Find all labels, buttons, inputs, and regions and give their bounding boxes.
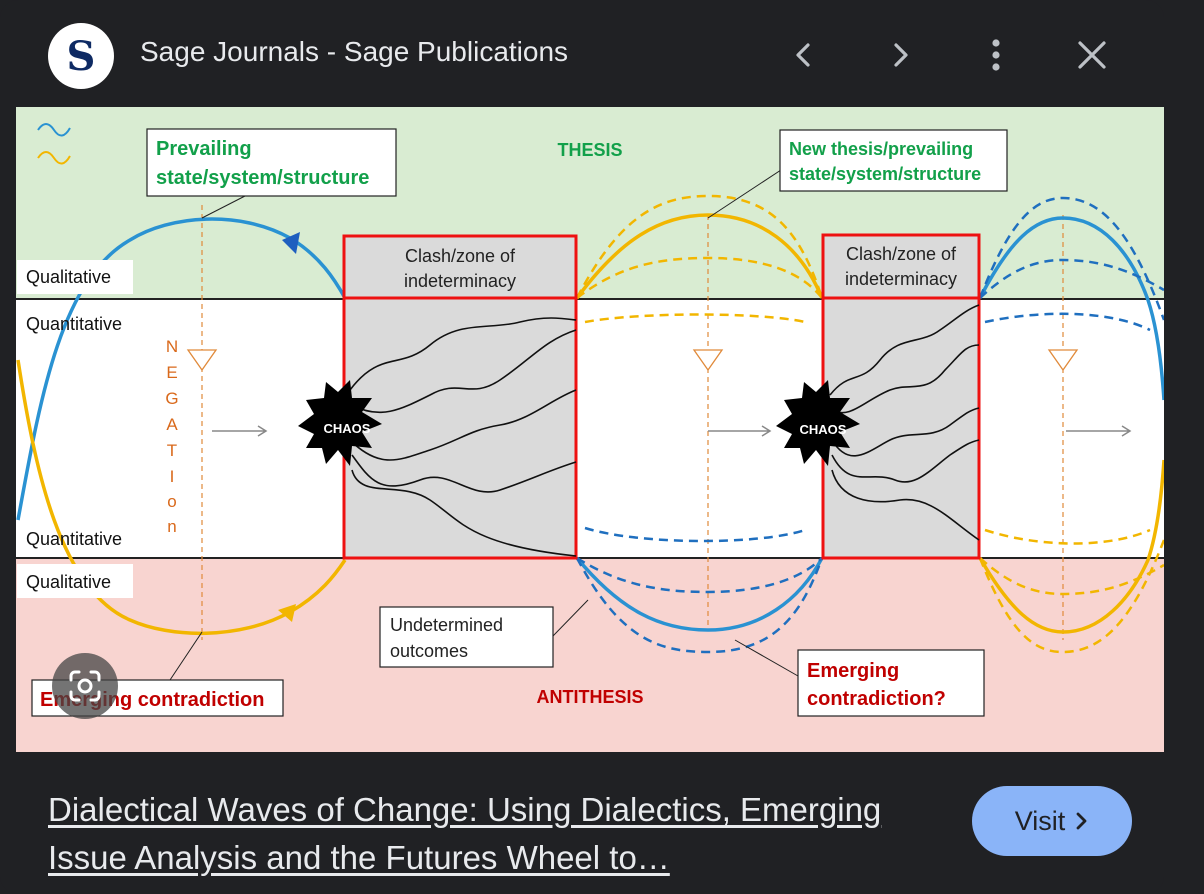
blue-wave-3-dash-top <box>978 196 1164 321</box>
logo-letter: S <box>66 32 96 80</box>
prevailing-line-1: Prevailing <box>156 138 252 160</box>
blue-wave-3-solid <box>978 216 1164 401</box>
yellow-wave-2-dash-lower <box>584 313 806 324</box>
clash-zone-1-body <box>342 296 578 560</box>
blue-wave-2-solid <box>575 556 824 632</box>
close-button[interactable] <box>1065 28 1119 82</box>
yellow-wave-2-solid <box>575 213 824 300</box>
negation-letter: I <box>170 467 175 486</box>
chevron-left-icon <box>796 43 810 67</box>
visit-button[interactable]: Visit <box>972 786 1132 856</box>
blue-wave-3-dash-mid <box>979 258 1164 299</box>
undetermined-box <box>379 606 554 668</box>
emerging-q-callout-line <box>734 639 799 677</box>
close-icon <box>1078 41 1106 69</box>
blue-wave-arrowhead <box>282 232 300 254</box>
yellow-wave-3-dash-upper <box>984 528 1151 545</box>
yellow-wave-1 <box>16 359 347 635</box>
emerging-callout-line <box>169 631 203 681</box>
image-viewer-panel: S Sage Journals - Sage Publications <box>0 0 1164 876</box>
negation-letter: G <box>165 389 178 408</box>
prevailing-box <box>146 128 397 197</box>
negation-arrow-2 <box>692 349 724 372</box>
blue-wave-1 <box>16 217 347 521</box>
blue-wave-3-dash-lower <box>984 312 1151 332</box>
undetermined-callout-line <box>552 599 589 637</box>
prevailing-callout-line <box>201 195 246 219</box>
next-button[interactable] <box>873 28 927 82</box>
negation-arrow-3 <box>1047 349 1079 372</box>
qualitative-bottom-box <box>17 564 133 598</box>
viewer-header: S Sage Journals - Sage Publications <box>0 0 1164 106</box>
qualitative-bottom-label: Qualitative <box>26 572 111 592</box>
clash-2-line-2: indeterminacy <box>845 269 957 289</box>
clash-2-line-1: Clash/zone of <box>846 244 957 264</box>
chaos-label-1: CHAOS <box>324 421 371 436</box>
google-lens-icon <box>69 670 101 702</box>
clash-zone-1-header <box>342 234 578 300</box>
negation-letter: E <box>166 363 177 382</box>
clash-zone-1-outcome-lines <box>349 317 577 557</box>
site-title[interactable]: Sage Journals - Sage Publications <box>140 36 569 67</box>
quantitative-top-label: Quantitative <box>26 314 122 334</box>
more-vert-icon <box>992 39 1000 71</box>
emerging-q-line-1: Emerging <box>807 660 899 682</box>
qualitative-top-box <box>17 260 133 294</box>
thesis-label: THESIS <box>557 140 622 160</box>
yellow-wave-2-dash-mid <box>576 256 823 299</box>
negation-letter: T <box>167 441 177 460</box>
more-options-button[interactable] <box>969 28 1023 82</box>
blue-wave-2-dash-mid <box>576 556 823 594</box>
negation-letter: N <box>166 337 178 356</box>
new-thesis-box <box>779 129 1008 192</box>
clash-1-line-2: indeterminacy <box>404 271 516 291</box>
legend-yellow-wave <box>37 151 71 165</box>
undetermined-line-1: Undetermined <box>390 615 503 635</box>
negation-arrow-1 <box>186 349 218 372</box>
chaos-burst-1 <box>298 380 382 466</box>
direction-arrows <box>212 425 1132 437</box>
legend-blue-wave <box>37 123 71 137</box>
chaos-burst-2 <box>776 380 860 466</box>
dialectical-waves-figure[interactable]: CHAOS Clash/zone of indeterminacy CHAOS … <box>16 107 1164 752</box>
chaos-label-2: CHAOS <box>800 422 847 437</box>
yellow-wave-3-dash-bottom <box>978 539 1164 654</box>
clash-zone-2-header <box>821 233 981 300</box>
undetermined-line-2: outcomes <box>390 641 468 661</box>
emerging-contradiction-q-box <box>797 649 985 717</box>
quantitative-band <box>16 299 1164 558</box>
blue-wave-2-dash-upper <box>584 526 806 543</box>
yellow-wave-3-dash-mid <box>979 557 1164 596</box>
yellow-wave-arrowhead <box>278 604 296 622</box>
page-background-strip <box>1164 0 1204 894</box>
new-thesis-line-1: New thesis/prevailing <box>789 139 973 159</box>
emerging-q-line-2: contradiction? <box>807 688 946 710</box>
quantitative-bottom-label: Quantitative <box>26 529 122 549</box>
google-lens-button[interactable] <box>52 653 118 719</box>
prevailing-line-2: state/system/structure <box>156 167 369 189</box>
chevron-right-icon <box>894 43 908 67</box>
yellow-wave-3-solid <box>978 459 1164 634</box>
negation-letter: n <box>167 517 176 536</box>
negation-letter: A <box>166 415 178 434</box>
antithesis-label: ANTITHESIS <box>536 687 643 707</box>
clash-1-line-1: Clash/zone of <box>405 246 516 266</box>
blue-wave-2-dash-bottom <box>575 557 824 654</box>
qualitative-top-label: Qualitative <box>26 267 111 287</box>
new-thesis-line-2: state/system/structure <box>789 164 981 184</box>
sage-logo: S <box>48 23 114 89</box>
new-thesis-callout-line <box>707 167 785 219</box>
chevron-right-icon <box>1076 812 1087 830</box>
clash-zone-2-outcome-lines <box>829 304 980 541</box>
result-title-link[interactable]: Dialectical Waves of Change: Using Diale… <box>48 791 882 876</box>
negation-label: N E G A T I o n <box>165 337 178 536</box>
negation-letter: o <box>167 492 176 511</box>
previous-button[interactable] <box>777 28 831 82</box>
visit-label: Visit <box>1014 805 1066 836</box>
